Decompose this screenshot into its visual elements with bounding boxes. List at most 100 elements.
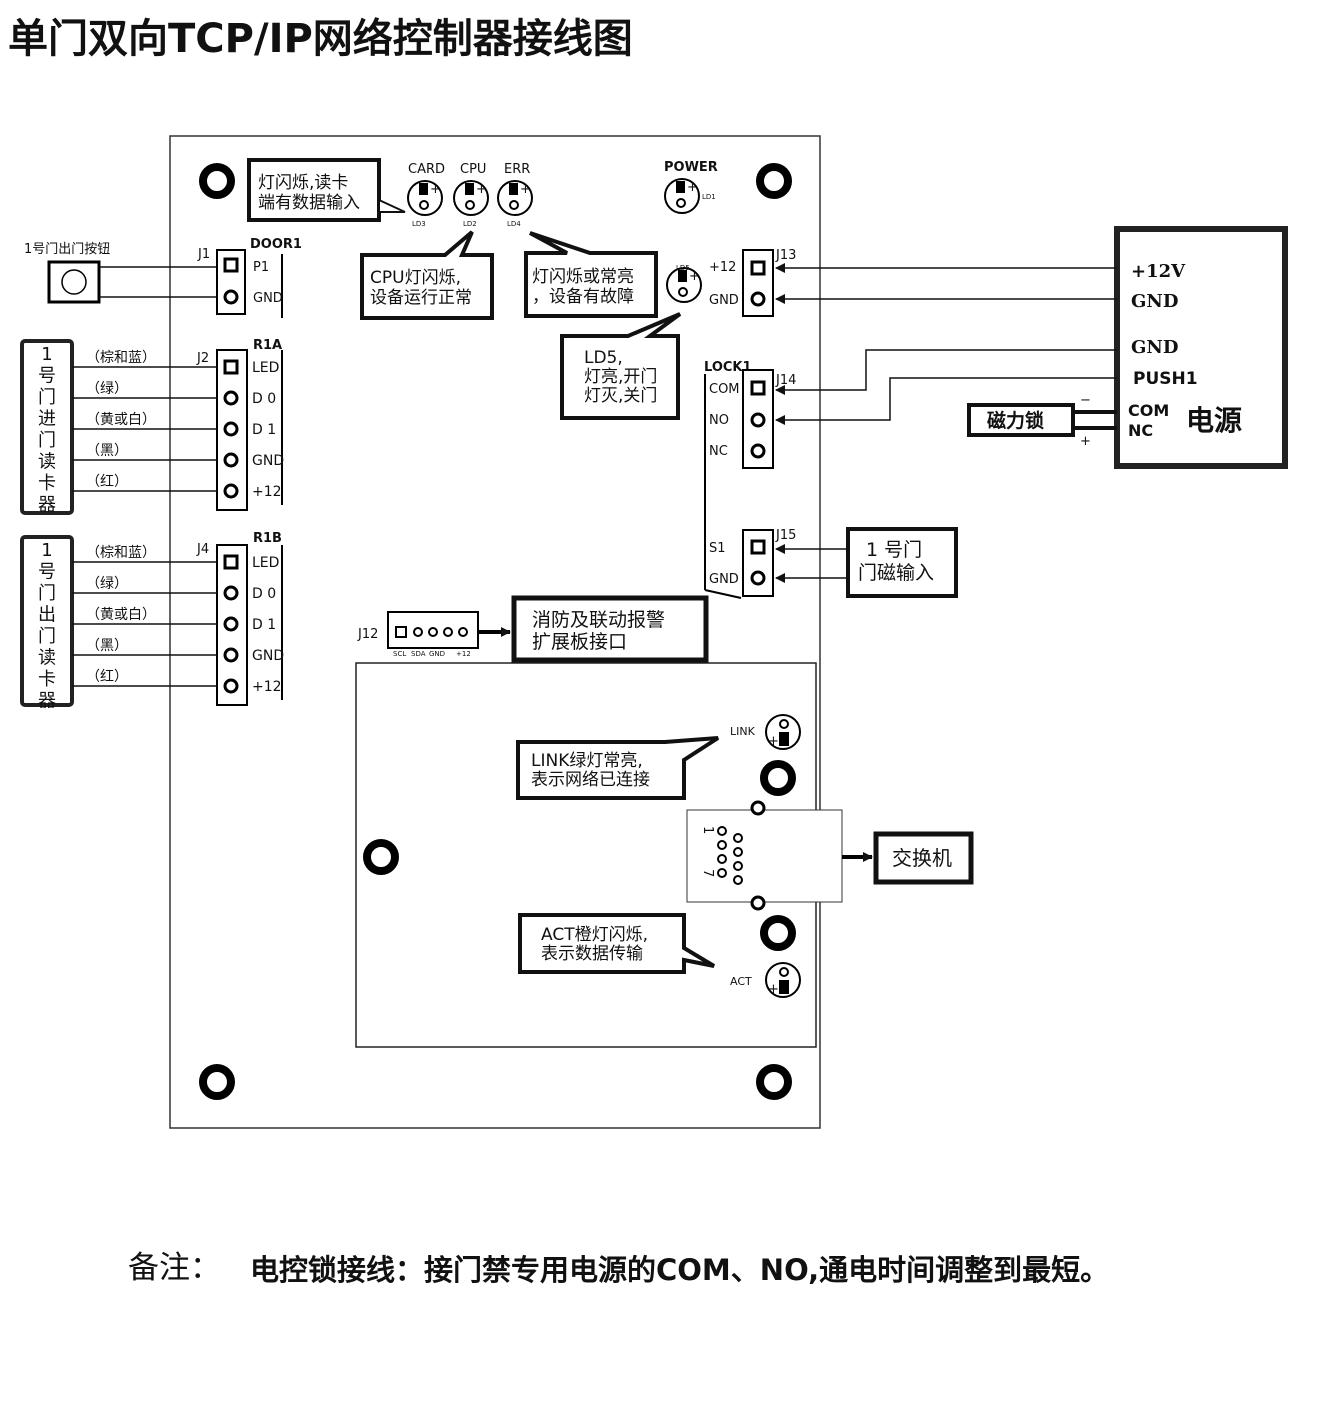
callout-door-line1: 1 号门 bbox=[866, 539, 922, 561]
callout-fire-alarm: 消防及联动报警 扩展板接口 bbox=[511, 595, 709, 663]
j2-wire-color: （黑） bbox=[86, 443, 128, 459]
j15-label: J15 bbox=[775, 528, 796, 543]
diagram-title: 单门双向TCP/IP网络控制器接线图 bbox=[8, 16, 633, 62]
note-label: 备注： bbox=[128, 1250, 221, 1286]
led-err-label: ERR bbox=[504, 162, 530, 177]
j13-label: J13 bbox=[775, 248, 796, 263]
j2-pin-label: LED bbox=[252, 360, 279, 376]
j13-pin-12: +12 bbox=[709, 260, 736, 275]
psu-terminal-12v: +12V bbox=[1131, 261, 1186, 282]
psu-terminal-push1: PUSH1 bbox=[1133, 369, 1198, 389]
j14-pin-nc: NC bbox=[709, 444, 728, 459]
led-ld3-label: LD3 bbox=[412, 220, 426, 228]
reader-out-label-char: 门 bbox=[38, 583, 56, 604]
switch-box: 交换机 bbox=[873, 831, 974, 885]
svg-text:+: + bbox=[430, 182, 441, 197]
psu-terminal-gnd2: GND bbox=[1131, 337, 1178, 358]
rj45-pin-1: 1 bbox=[700, 826, 715, 834]
j4-pin bbox=[223, 678, 239, 694]
r1a-label: R1A bbox=[253, 338, 282, 353]
lock1-label: LOCK1 bbox=[704, 360, 752, 375]
j2-pins: （棕和蓝）LED（绿）D 0（黄或白）D 1（黑）GND（红）+12 bbox=[72, 350, 284, 500]
callout-ld5-line2: 灯亮,开门 bbox=[584, 367, 657, 387]
exit-button-label: 1号门出门按钮 bbox=[24, 242, 110, 257]
j4-pin-label: LED bbox=[252, 555, 279, 571]
j15-pin-gnd: GND bbox=[709, 572, 739, 587]
psu-title: 电源 bbox=[1186, 404, 1242, 437]
j4-pin-label: GND bbox=[252, 648, 284, 664]
j13-pin-gnd: GND bbox=[709, 293, 739, 308]
j2-pin bbox=[223, 359, 239, 375]
callout-card-line2: 端有数据输入 bbox=[258, 193, 360, 213]
svg-text:+: + bbox=[687, 180, 698, 195]
j2-pin bbox=[223, 421, 239, 437]
led-ld5-label: LD5 bbox=[676, 264, 690, 272]
callout-card-line1: 灯闪烁,读卡 bbox=[258, 173, 348, 193]
reader-out-label-char: 出 bbox=[38, 605, 56, 626]
j2-wire-color: （棕和蓝） bbox=[86, 350, 156, 366]
mounting-holes bbox=[199, 163, 796, 1100]
j4-pin-label: D 0 bbox=[252, 586, 276, 602]
led-cpu-label: CPU bbox=[460, 162, 486, 177]
reader-in-label-char: 1 bbox=[41, 344, 52, 365]
svg-text:+: + bbox=[768, 982, 779, 997]
callout-card-blink: 灯闪烁,读卡 端有数据输入 bbox=[247, 158, 406, 222]
j1-pin-p1: P1 bbox=[253, 260, 269, 275]
j4-pins: （棕和蓝）LED（绿）D 0（黄或白）D 1（黑）GND（红）+12 bbox=[72, 545, 284, 695]
j4-wire-color: （黑） bbox=[86, 638, 128, 654]
callout-err-line1: 灯闪烁或常亮 bbox=[532, 267, 634, 287]
callout-door-sensor: 1 号门 门磁输入 bbox=[846, 527, 958, 598]
led-cpu-icon: + bbox=[453, 180, 489, 216]
callout-act: ACT橙灯闪烁, 表示数据传输 bbox=[518, 913, 716, 974]
svg-text:+: + bbox=[768, 734, 779, 749]
j12-label: J12 bbox=[357, 627, 378, 642]
led-card-label: CARD bbox=[408, 162, 445, 177]
svg-text:+: + bbox=[476, 182, 487, 197]
j2-pin-label: D 0 bbox=[252, 391, 276, 407]
led-power-label: POWER bbox=[664, 160, 718, 175]
reader-out-label-char: 器 bbox=[38, 691, 56, 712]
led-err-icon: + bbox=[497, 180, 533, 216]
j4-wire-color: （棕和蓝） bbox=[86, 545, 156, 561]
exit-button-icon bbox=[47, 260, 101, 304]
callout-link-line1: LINK绿灯常亮, bbox=[531, 751, 643, 771]
reader-out-label-char: 1 bbox=[41, 540, 52, 561]
j14-label: J14 bbox=[775, 373, 796, 388]
callout-fire-line1: 消防及联动报警 bbox=[532, 609, 665, 631]
j1-label: J1 bbox=[197, 247, 210, 262]
maglock-label: 磁力锁 bbox=[987, 409, 1044, 432]
j4-pin bbox=[223, 616, 239, 632]
power-supply-box bbox=[1114, 226, 1288, 469]
callout-err-blink: 灯闪烁或常亮 ，设备有故障 bbox=[524, 231, 658, 318]
reader-out-label-char: 号 bbox=[38, 562, 56, 583]
j2-pin-label: +12 bbox=[252, 484, 282, 500]
callout-act-line2: 表示数据传输 bbox=[541, 944, 643, 964]
j15-pin-s1: S1 bbox=[709, 541, 726, 556]
reader-out-box bbox=[20, 535, 74, 707]
j12-pin-sda: SDA bbox=[411, 650, 426, 658]
reader-in-label-char: 门 bbox=[38, 387, 56, 408]
j12-pin-scl: SCL bbox=[393, 650, 406, 658]
j2-wire-color: （红） bbox=[86, 474, 128, 490]
j2-pin-label: GND bbox=[252, 453, 284, 469]
led-ld4-label: LD4 bbox=[507, 220, 521, 228]
j2-pin-label: D 1 bbox=[252, 422, 276, 438]
led-card-icon: + bbox=[407, 180, 443, 216]
j4-pin-label: D 1 bbox=[252, 617, 276, 633]
rj45-pin-7: 7 bbox=[700, 869, 715, 877]
rj45-port bbox=[686, 800, 843, 911]
door1-label: DOOR1 bbox=[250, 237, 302, 252]
led-ld5-icon: + bbox=[666, 267, 702, 303]
act-label: ACT bbox=[730, 975, 752, 988]
callout-link: LINK绿灯常亮, 表示网络已连接 bbox=[516, 736, 720, 800]
j4-wire-color: （绿） bbox=[86, 576, 128, 592]
j4-label: J4 bbox=[196, 542, 209, 557]
reader-out-label-char: 读 bbox=[38, 648, 56, 669]
j4-pin bbox=[223, 554, 239, 570]
link-label: LINK bbox=[730, 725, 756, 738]
r1b-label: R1B bbox=[253, 531, 282, 546]
j2-pin bbox=[223, 390, 239, 406]
psu-terminal-nc: NC bbox=[1128, 421, 1153, 440]
